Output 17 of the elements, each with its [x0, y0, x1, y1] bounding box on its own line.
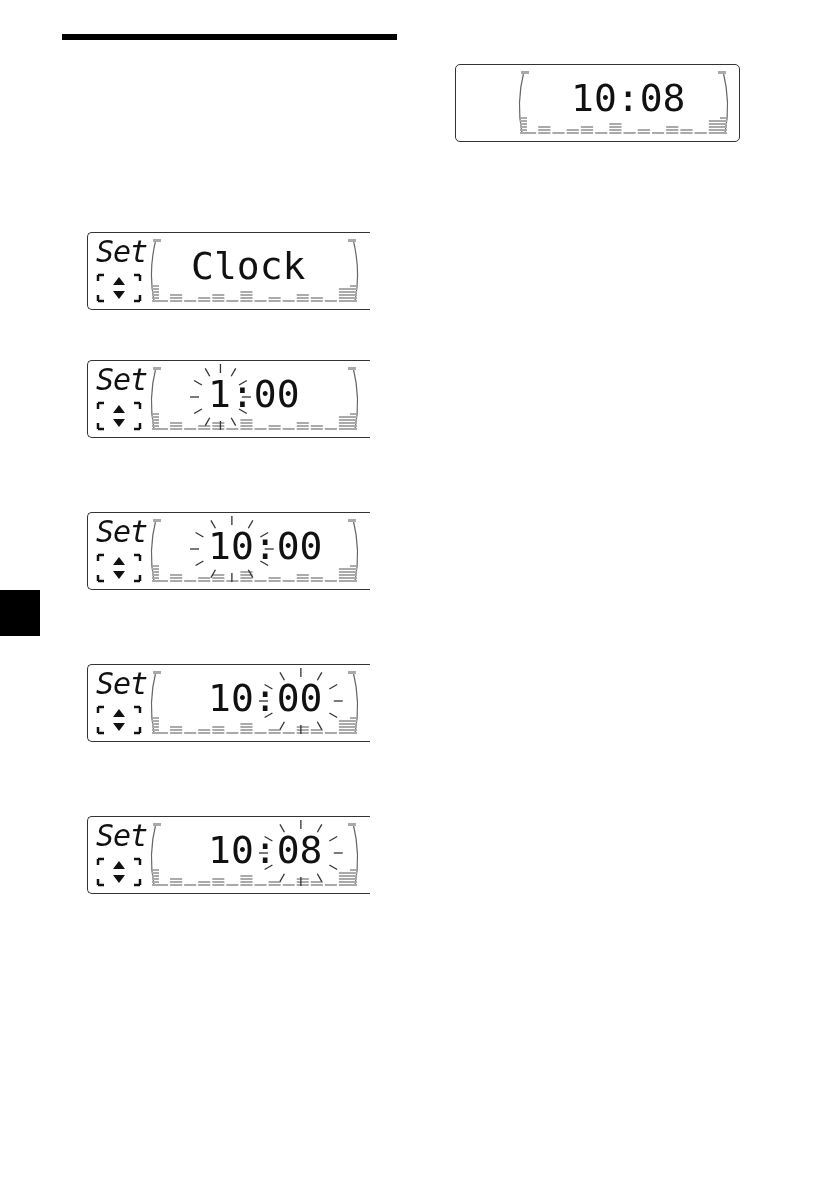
mode-indicator-text: Set [96, 819, 148, 853]
mode-indicator-text: Set [96, 235, 148, 269]
lcd-display-panel [87, 664, 370, 742]
lcd-display-panel [87, 512, 370, 590]
mode-indicator-text: Set [96, 667, 148, 701]
lcd-display-panel [87, 816, 370, 894]
lcd-display-panel [87, 360, 370, 438]
display-readout-text: 10:08 [208, 829, 323, 871]
lcd-display-panel [455, 64, 740, 142]
display-readout-text: 10:00 [208, 677, 323, 719]
display-readout-text: 1:00 [208, 373, 300, 415]
display-readout-text: Clock [191, 245, 306, 287]
display-readout-text: 10:00 [208, 525, 323, 567]
lcd-display-panel [87, 232, 370, 310]
display-readout-text: 10:08 [571, 77, 686, 119]
mode-indicator-text: Set [96, 515, 148, 549]
mode-indicator-text: Set [96, 363, 148, 397]
